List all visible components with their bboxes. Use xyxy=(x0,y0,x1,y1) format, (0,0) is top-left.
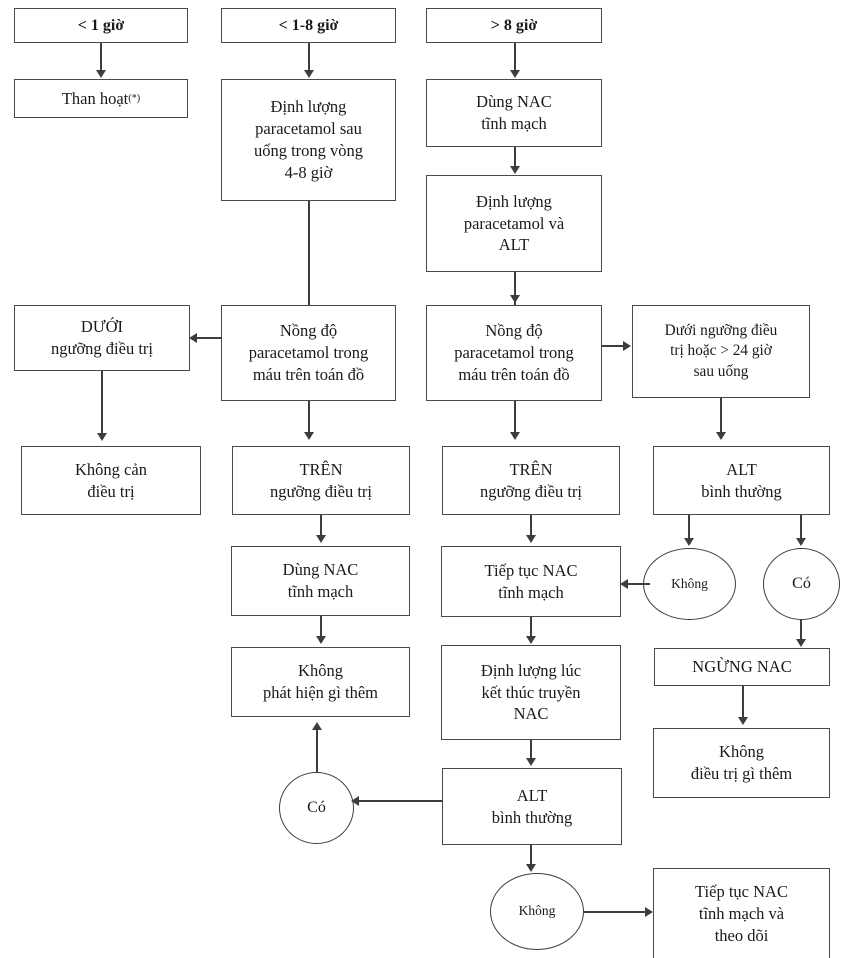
connector-co-to-khongphathien xyxy=(316,729,318,774)
arrowhead-left-duoinguong xyxy=(189,333,197,343)
arrowhead-down-altbt-bottom xyxy=(526,758,536,766)
connector-nongdo-to-duoinguong xyxy=(196,337,222,339)
node-duoi-nguong-dieu-tri: DƯỚI ngưỡng điều trị xyxy=(14,305,190,371)
connector-cotop-to-ngungnac xyxy=(800,619,802,641)
connector-ngungnac-to-khongdieutri xyxy=(742,686,744,719)
than-hoat-label: Than hoạt xyxy=(61,88,129,108)
ellipse-khong-bottom: Không xyxy=(490,873,584,950)
node-alt-binh-thuong-top: ALT bình thường xyxy=(653,446,830,515)
connector-dinhluong-to-nongdo xyxy=(308,201,310,305)
connector-nongdo-to-trennguong-mid xyxy=(308,401,310,434)
node-dung-nac-tinh-mach-right: Dùng NAC tĩnh mạch xyxy=(426,79,602,147)
node-dinh-luong-para-alt: Định lượng paracetamol và ALT xyxy=(426,175,602,272)
node-dinh-luong-luc-ket-thuc: Định lượng lúc kết thúc truyền NAC xyxy=(441,645,621,740)
arrowhead-down-nongdo-right xyxy=(510,295,520,303)
arrowhead-left-tieptucnac xyxy=(620,579,628,589)
arrowhead-left-co-bottom xyxy=(351,796,359,806)
node-tiep-tuc-nac-tinh-mach: Tiếp tục NAC tĩnh mạch xyxy=(441,546,621,617)
arrowhead-down-thanhoat xyxy=(96,70,106,78)
connector-lt1h-to-thanhoat xyxy=(100,43,102,72)
connector-altbt-to-khong-bottom xyxy=(530,845,532,867)
connector-dungnac-to-khongphathien xyxy=(320,616,322,639)
connector-dinhluongalt-to-nongdo-right xyxy=(514,272,516,305)
connector-duoinguong-to-khongcan xyxy=(101,371,103,435)
connector-duoinguong24h-to-altbt xyxy=(720,398,722,434)
node-dinh-luong-sau-uong: Định lượng paracetamol sau uống trong vò… xyxy=(221,79,396,201)
ellipse-co-bottom: Có xyxy=(279,772,354,844)
node-tren-nguong-mid: TRÊN ngưỡng điều trị xyxy=(232,446,410,515)
arrowhead-down-dungnac-mid xyxy=(316,535,326,543)
arrowhead-down-khongphathien xyxy=(316,636,326,644)
ellipse-khong-top: Không xyxy=(643,548,736,620)
connector-khong-to-tieptucnactheodoi xyxy=(583,911,646,913)
connector-trennguong-to-dungnac-mid xyxy=(320,515,322,537)
ellipse-co-top: Có xyxy=(763,548,840,620)
connector-nongdo-to-trennguong-right xyxy=(514,401,516,434)
node-time-greater-8h: > 8 giờ xyxy=(426,8,602,43)
node-time-1-8h: < 1-8 giờ xyxy=(221,8,396,43)
node-time-less-1h: < 1 giờ xyxy=(14,8,188,43)
node-khong-phat-hien-gi-them: Không phát hiện gì thêm xyxy=(231,647,410,717)
arrowhead-up-khongphathien xyxy=(312,722,322,730)
arrowhead-down-trennguong-right xyxy=(510,432,520,440)
connector-dungnac-to-dinhluongalt xyxy=(514,147,516,168)
footnote-marker: (*) xyxy=(128,92,141,104)
node-tren-nguong-right: TRÊN ngưỡng điều trị xyxy=(442,446,620,515)
connector-trennguong-to-tieptucnac xyxy=(530,515,532,537)
connector-altbt-to-co xyxy=(358,800,443,802)
arrowhead-down-dinhluong xyxy=(304,70,314,78)
node-khong-can-dieu-tri: Không cản điều trị xyxy=(21,446,201,515)
connector-1-8h-to-dinhluong xyxy=(308,43,310,72)
arrowhead-down-trennguong-mid xyxy=(304,432,314,440)
node-tiep-tuc-nac-theo-doi: Tiếp tục NAC tĩnh mạch và theo dõi xyxy=(653,868,830,958)
arrowhead-down-dungnac-right xyxy=(510,70,520,78)
arrowhead-down-ngungnac xyxy=(796,639,806,647)
node-than-hoat: Than hoạt(*) xyxy=(14,79,188,118)
arrowhead-down-dinhluongalt xyxy=(510,166,520,174)
node-nong-do-right: Nồng độ paracetamol trong máu trên toán … xyxy=(426,305,602,401)
arrowhead-down-khong-top xyxy=(684,538,694,546)
connector-tieptucnac-to-dinhluongluc xyxy=(530,617,532,638)
node-dung-nac-tinh-mach-mid: Dùng NAC tĩnh mạch xyxy=(231,546,410,616)
arrowhead-down-co-top xyxy=(796,538,806,546)
node-nong-do-mid: Nồng độ paracetamol trong máu trên toán … xyxy=(221,305,396,401)
arrowhead-down-khongdieutri xyxy=(738,717,748,725)
connector-khongtop-to-tieptucnac xyxy=(628,583,650,585)
arrowhead-down-khong-bottom xyxy=(526,864,536,872)
arrowhead-down-tieptucnac xyxy=(526,535,536,543)
arrowhead-down-dinhluongluc xyxy=(526,636,536,644)
arrowhead-right-duoinguong24h xyxy=(623,341,631,351)
connector-nongdo-to-duoinguong24h xyxy=(602,345,624,347)
connector-gt8h-to-dungnac xyxy=(514,43,516,72)
node-alt-binh-thuong-bottom: ALT bình thường xyxy=(442,768,622,845)
node-ngung-nac: NGỪNG NAC xyxy=(654,648,830,686)
arrowhead-down-khongcan xyxy=(97,433,107,441)
node-khong-dieu-tri-gi-them: Không điều trị gì thêm xyxy=(653,728,830,798)
node-duoi-nguong-hoac-24h: Dưới ngưỡng điều trị hoặc > 24 giờ sau u… xyxy=(632,305,810,398)
connector-altbt-to-khong-top xyxy=(688,515,690,541)
arrowhead-down-altbt-top xyxy=(716,432,726,440)
connector-altbt-to-co-top xyxy=(800,515,802,541)
connector-dinhluongluc-to-altbt xyxy=(530,740,532,761)
arrowhead-right-tieptucnactheodoi xyxy=(645,907,653,917)
